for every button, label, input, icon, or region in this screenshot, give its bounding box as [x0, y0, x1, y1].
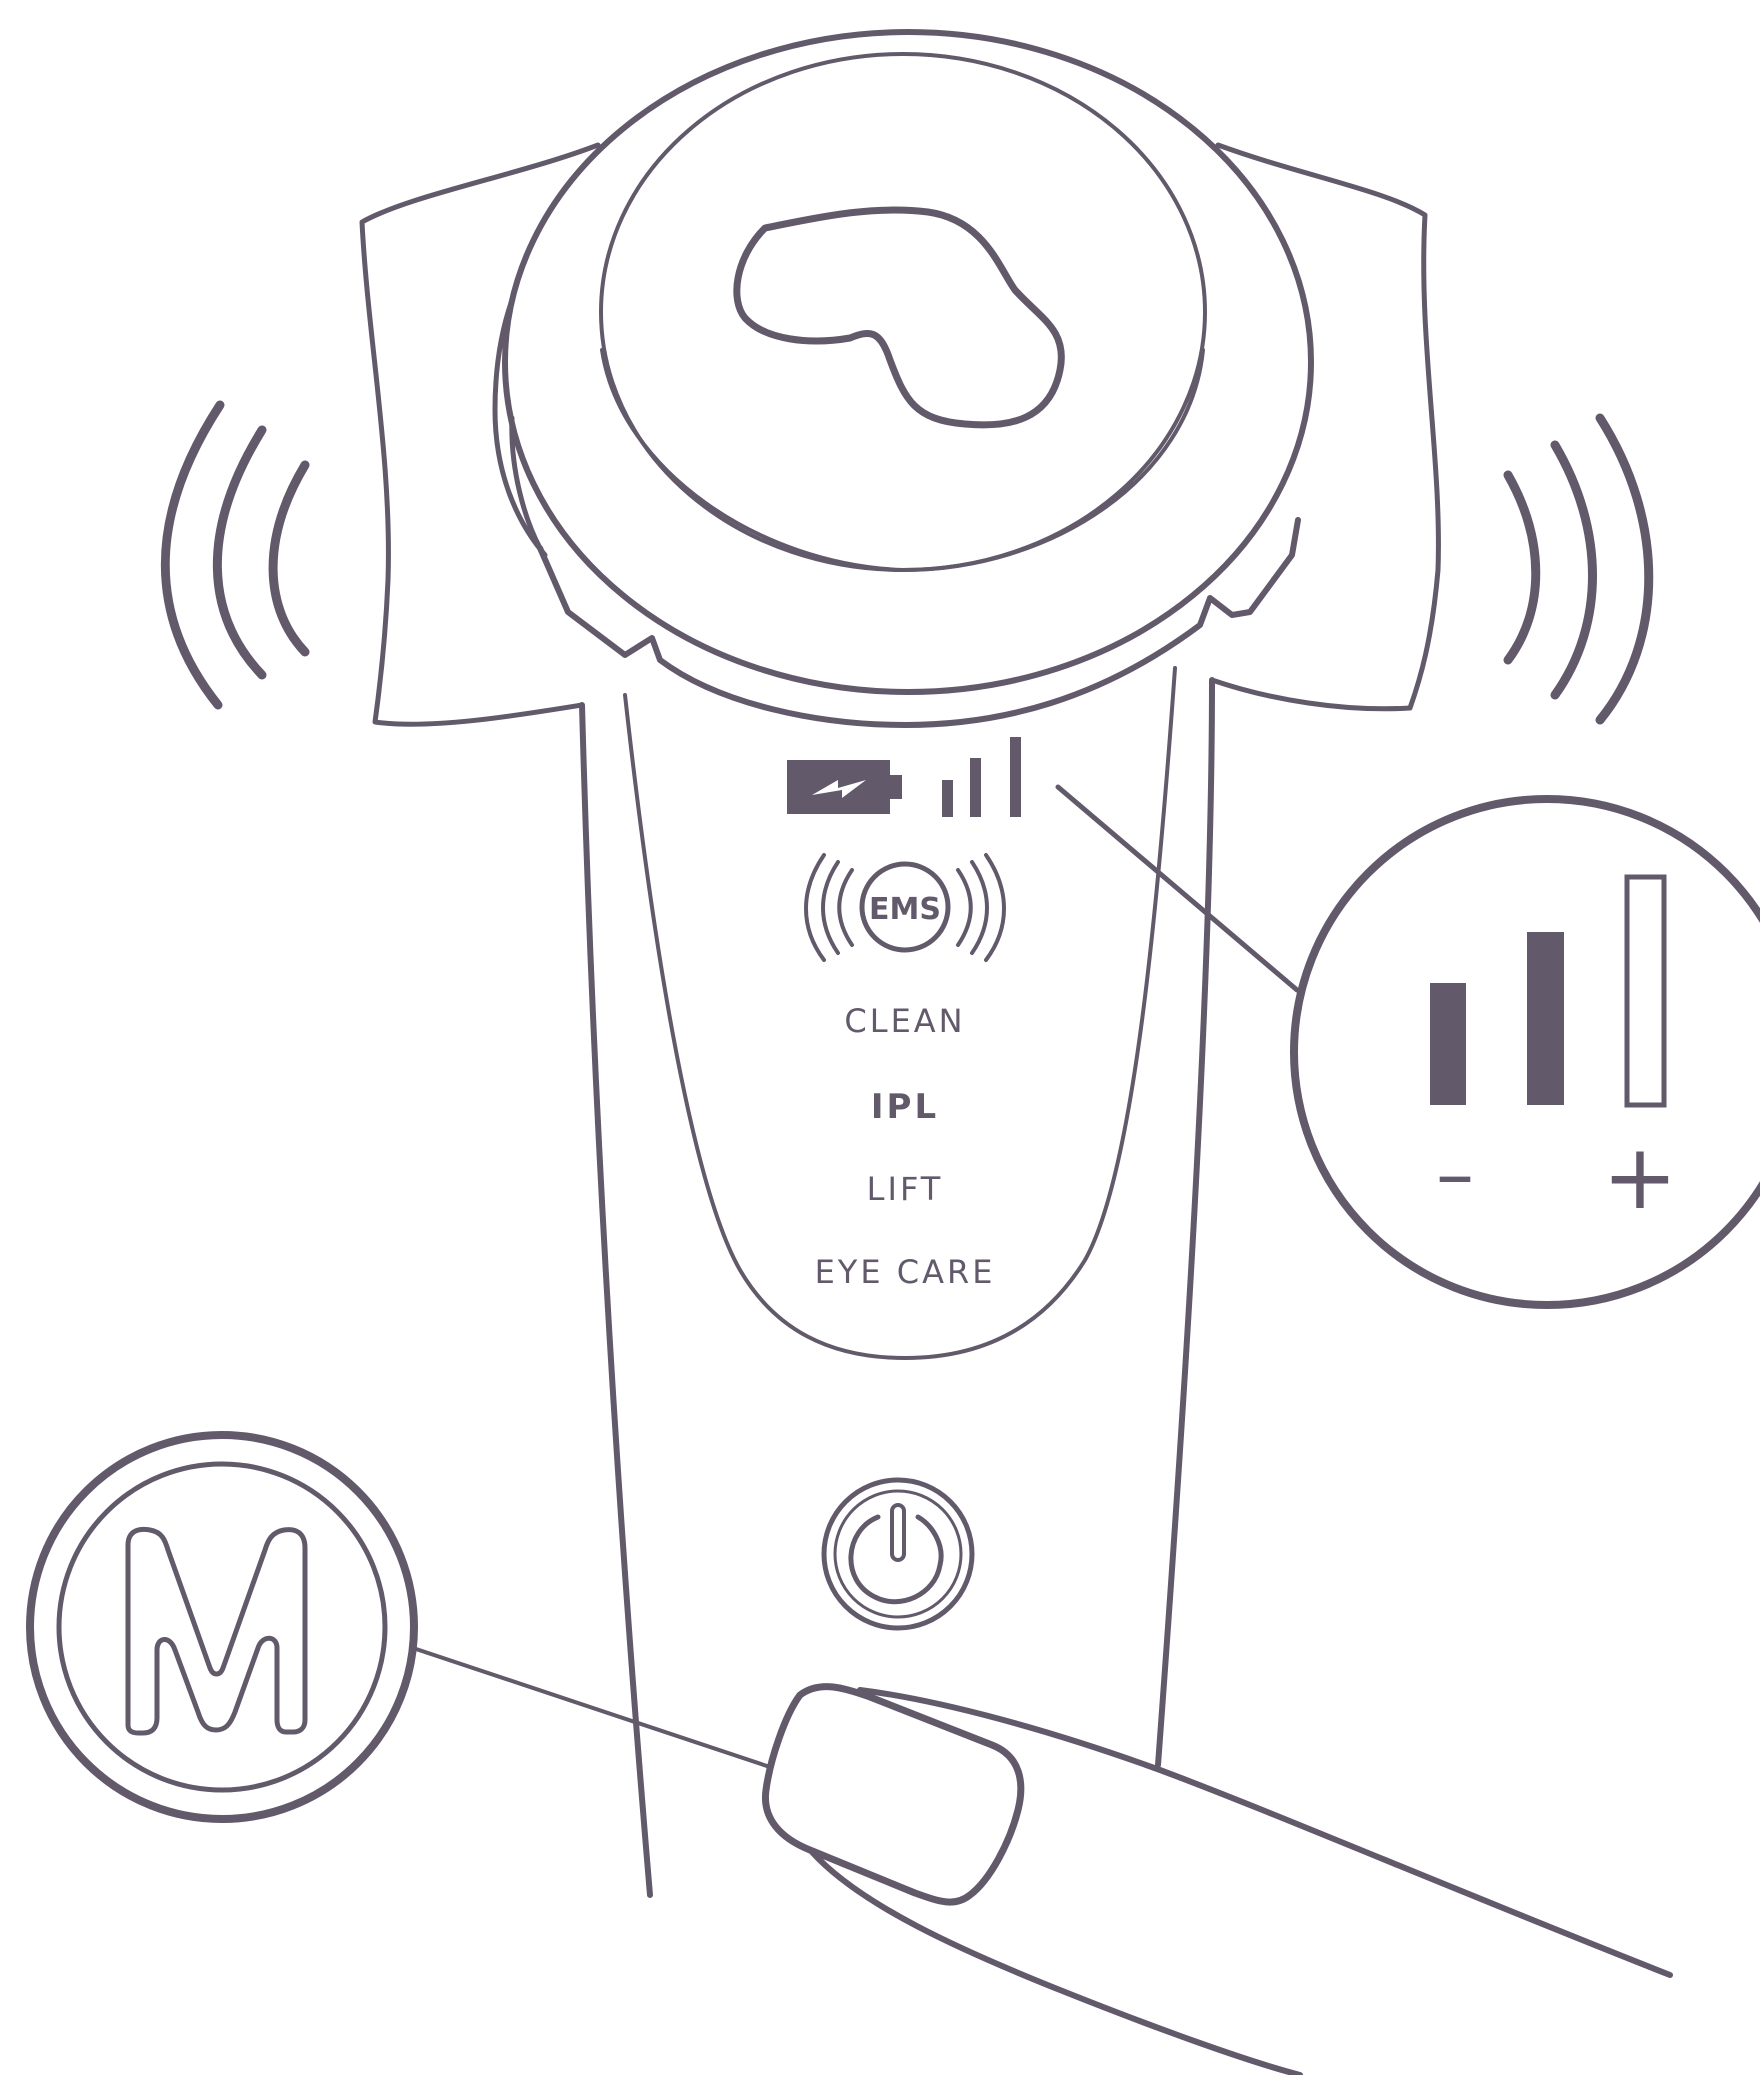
mode-callout-inner-circle — [56, 1461, 388, 1793]
power-button-icon — [821, 1477, 975, 1631]
head-skirt-left-edge — [509, 415, 543, 551]
leader-line-intensity — [1055, 784, 1300, 993]
vibration-wave-right-2 — [1550, 440, 1597, 700]
power-symbol-stem — [890, 1503, 906, 1562]
head-face-lip — [600, 348, 1205, 572]
leader-line-mode-button — [411, 1646, 772, 1769]
fingernail — [761, 1683, 1025, 1906]
vibration-wave-left-3 — [160, 400, 225, 710]
callout-intensity-bar-1 — [1430, 983, 1466, 1105]
head-rim — [492, 297, 548, 558]
callout-intensity-bar-3 — [1624, 874, 1667, 1108]
mode-m-button-icon — [125, 1526, 308, 1736]
vibration-wave-left-2 — [212, 425, 267, 680]
ems-wave-right-2 — [970, 860, 989, 955]
vibration-wave-left-1 — [268, 460, 310, 657]
finger-icon — [761, 1683, 1673, 2075]
callout-intensity-bar-2 — [1527, 932, 1564, 1105]
minus-symbol: – — [1436, 1129, 1474, 1218]
power-symbol-arc — [848, 1514, 944, 1605]
treatment-window-shape — [733, 206, 1065, 429]
mode-list: CLEAN IPL LIFT EYE CARE — [815, 1002, 996, 1291]
power-button-inner — [833, 1489, 963, 1619]
power-button-outer — [821, 1477, 975, 1631]
ems-wave-left-1 — [837, 868, 854, 947]
intensity-callout-circle — [1290, 795, 1760, 1309]
device-intensity-bar-3 — [1010, 737, 1021, 817]
ems-wave-left-3 — [804, 853, 826, 962]
head-outer — [502, 29, 1314, 695]
mode-label-lift: LIFT — [867, 1170, 944, 1208]
device-head — [492, 29, 1314, 728]
intensity-callout: – + — [1290, 795, 1760, 1309]
finger-lower-edge — [809, 1849, 1303, 2075]
device-intensity-bar-2 — [970, 758, 981, 817]
left-wing — [359, 142, 601, 727]
signal-bars-icon — [942, 737, 1021, 817]
ems-icon: EMS — [804, 853, 1006, 962]
mode-label-ipl: IPL — [871, 1087, 939, 1127]
right-wing — [1209, 142, 1441, 712]
handle-left-edge — [579, 702, 653, 1898]
vibration-wave-right-1 — [1503, 470, 1541, 665]
lightning-bolt — [812, 780, 866, 798]
device-handle — [579, 666, 1215, 1898]
control-panel-outline — [623, 666, 1177, 1360]
device-intensity-bar-1 — [942, 780, 953, 817]
vibration-waves-icon — [160, 400, 1654, 725]
ems-wave-right-3 — [984, 853, 1006, 962]
ems-badge-circle — [859, 861, 951, 953]
head-skirt — [537, 517, 1301, 728]
handle-right-edge — [1155, 677, 1215, 1768]
mode-label-clean: CLEAN — [844, 1002, 965, 1040]
vibration-wave-right-3 — [1595, 413, 1654, 725]
mode-label-eye-care: EYE CARE — [815, 1253, 996, 1291]
finger-upper-edge — [857, 1687, 1673, 1978]
battery-body — [787, 760, 890, 814]
mode-button-callout — [26, 1431, 418, 1823]
mode-callout-outer-circle — [26, 1431, 418, 1823]
ems-wave-left-2 — [821, 860, 840, 955]
ems-badge-label: EMS — [869, 892, 941, 927]
battery-charging-icon — [787, 760, 902, 814]
ems-wave-right-1 — [956, 868, 973, 947]
device-wings — [359, 142, 1441, 727]
battery-terminal — [890, 775, 902, 799]
plus-symbol: + — [1602, 1125, 1677, 1230]
